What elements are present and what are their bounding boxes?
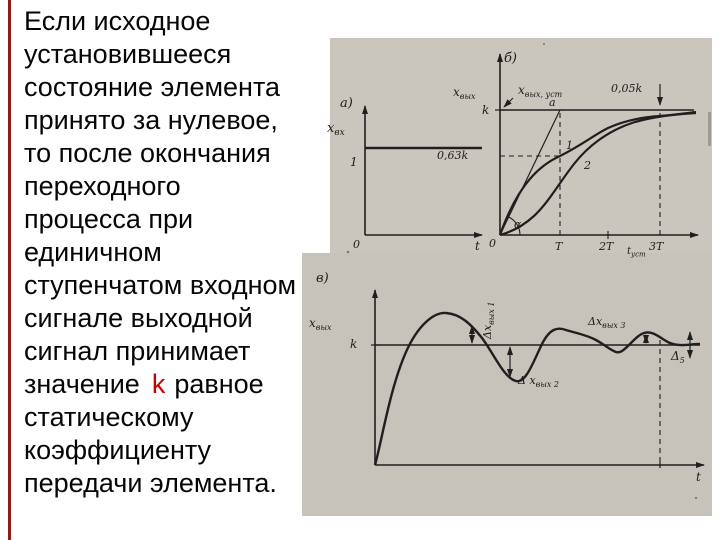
scan-background-bottom <box>302 253 712 516</box>
scan-speck <box>694 496 698 500</box>
plot-b-point-a-label: а <box>549 96 556 109</box>
plot-b-tset-label: tуст <box>627 246 646 259</box>
plot-b-origin-label: 0 <box>489 237 496 250</box>
scan-artifact <box>708 112 711 146</box>
plot-b-tick-T-label: T <box>555 240 564 253</box>
plot-b-tick-3T-label: 3T <box>649 240 665 253</box>
plot-b-alpha-arc <box>508 216 521 236</box>
plot-b <box>495 53 699 239</box>
plot-b-steady-label: хвых, уст <box>518 83 563 99</box>
plot-b-curve2-label: 2 <box>583 159 591 172</box>
text-line: состояние элемента <box>24 72 281 102</box>
k-symbol: k <box>151 369 166 399</box>
text-before-k: значение <box>24 369 140 399</box>
plot-v-k-tick-label: k <box>350 337 357 351</box>
plot-a-label: а) <box>340 96 353 111</box>
plot-b-label: б) <box>504 51 517 66</box>
text-line: переходного <box>24 171 181 201</box>
plot-v <box>371 289 705 468</box>
left-accent-bar <box>8 0 11 540</box>
plot-b-tangent-line <box>499 109 561 236</box>
plot-v-dev1-label: Δхвых 1 <box>481 302 496 340</box>
plot-v-dev2-label: Δ хвых 2 <box>517 374 559 389</box>
text-line: принято за нулевое, <box>24 105 278 135</box>
plot-v-curve <box>373 311 701 466</box>
plot-a-x-axis-label: t <box>475 239 480 253</box>
text-line: то после окончания <box>24 138 271 168</box>
scan-speck <box>542 42 546 46</box>
text-line: статическому <box>24 402 194 432</box>
plot-b-y-axis-label: хвых <box>453 85 476 101</box>
text-after-k: равное <box>174 369 264 399</box>
text-line: передачи элемента. <box>24 468 277 498</box>
plot-a <box>362 105 483 238</box>
paragraph: Если исходное установившееся состояние э… <box>24 5 304 500</box>
plot-a-step-tick-label: 1 <box>350 155 358 169</box>
text-line: коэффициенту <box>24 435 212 465</box>
plot-b-curve1-label: 1 <box>566 139 573 152</box>
plot-b-curve-2 <box>499 111 697 237</box>
plot-b-alpha-label: α <box>514 218 522 231</box>
text-line: Если исходное <box>24 6 211 36</box>
scan-speck <box>346 250 350 254</box>
text-line: ступенчатом входном <box>24 270 297 300</box>
text-line: процесса при <box>24 204 194 234</box>
plot-a-origin-label: 0 <box>353 238 360 251</box>
plot-b-tick-2T-label: 2T <box>598 240 615 253</box>
text-line: сигнал принимает <box>24 336 251 366</box>
scan-background-top <box>330 38 712 253</box>
plot-b-063k-label: 0,63k <box>437 149 468 162</box>
figure-scan: а) хвх 1 0 t б) хвых хвых, уст 0,05k k 0… <box>302 38 712 516</box>
text-line: установившееся <box>24 39 232 69</box>
plot-v-label: в) <box>316 271 329 286</box>
text-line: единичном <box>24 237 162 267</box>
plot-v-band-label: Δ5 <box>670 349 685 365</box>
plot-v-y-axis-label: хвых <box>309 316 332 332</box>
plot-v-x-axis-label: t <box>696 470 701 484</box>
plot-b-steady-leader-arrow <box>503 97 514 108</box>
plot-v-dev3-label: Δхвых 3 <box>587 315 625 330</box>
plot-b-k-tick-label: k <box>482 103 489 117</box>
text-line: сигнале выходной <box>24 303 253 333</box>
plot-b-band-label: 0,05k <box>611 82 642 95</box>
plot-a-y-axis-label: хвх <box>327 121 345 138</box>
